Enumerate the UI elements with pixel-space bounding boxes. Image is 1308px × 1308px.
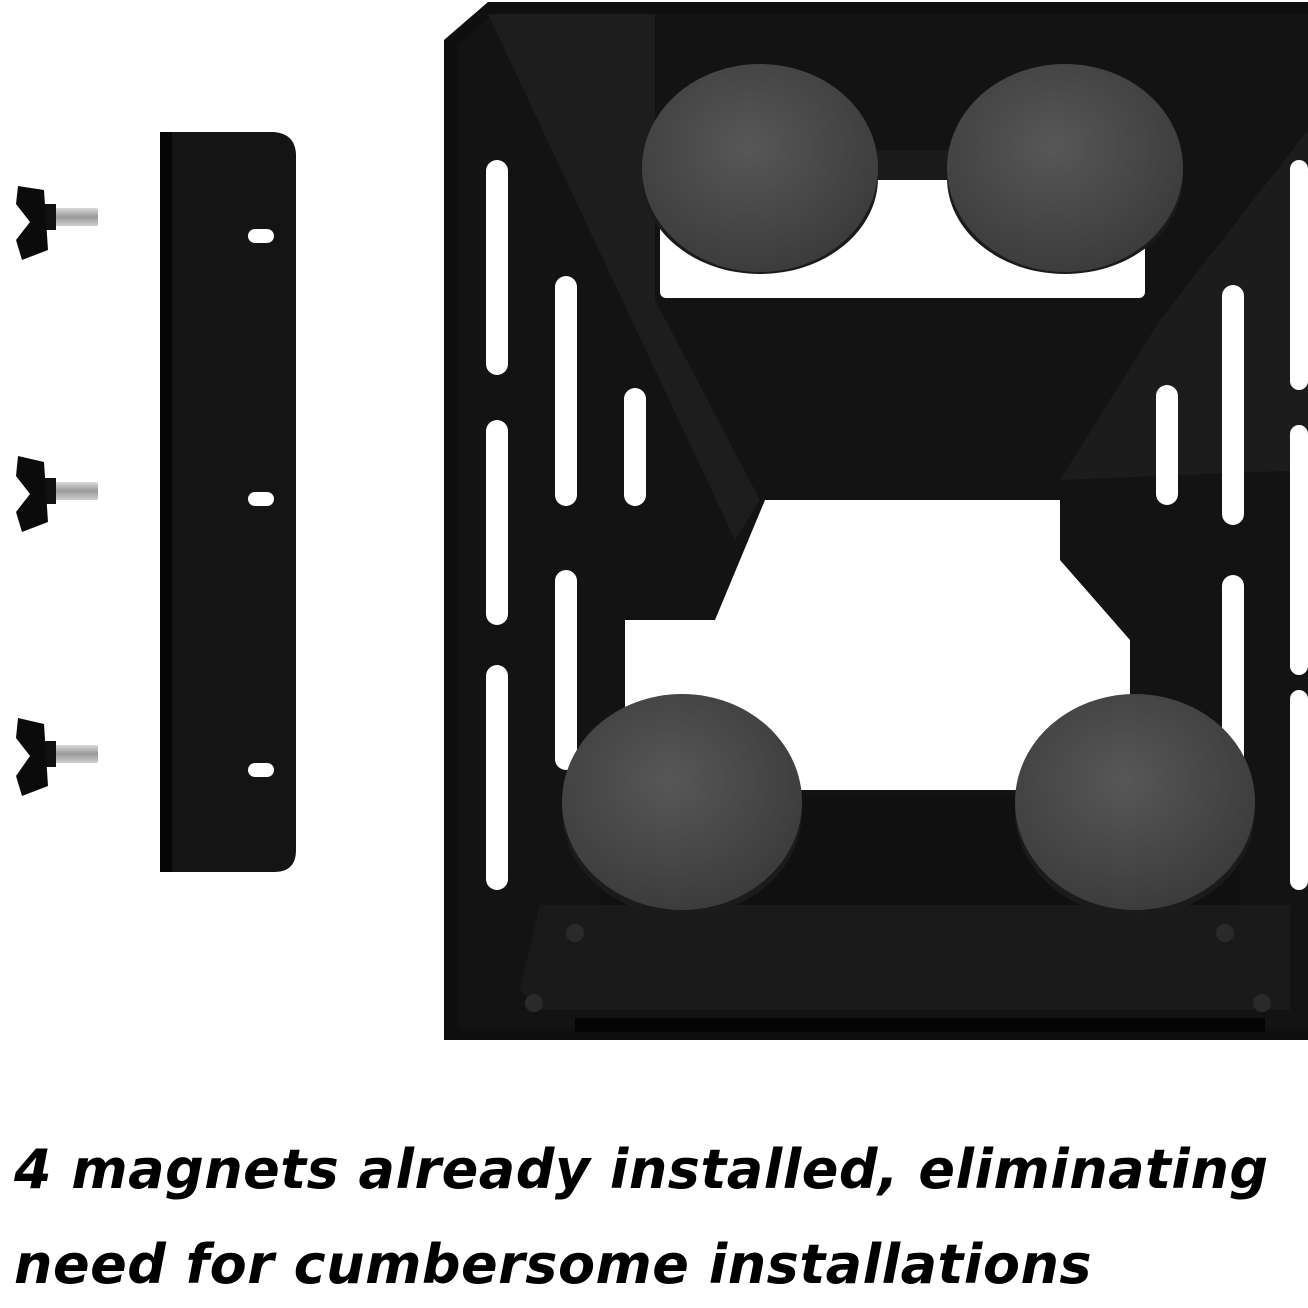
caption-line-2: need for cumbersome installations [14, 1233, 1093, 1296]
product-photo [16, 2, 1308, 1040]
plate-bolt [1216, 924, 1234, 942]
magnet-bottom-left [562, 694, 802, 916]
bracket-slot [248, 763, 274, 777]
mounting-bracket [160, 132, 296, 872]
plate-slot [1222, 285, 1244, 525]
plate-slot [555, 570, 577, 770]
plate-slot [1290, 425, 1308, 675]
magnet-top-right [947, 64, 1183, 274]
plate-bolt [1253, 994, 1271, 1012]
plate-slot [1156, 385, 1178, 505]
plate-slot [486, 420, 508, 625]
plate-slot [1290, 160, 1308, 390]
bracket-slot [248, 492, 274, 506]
thumb-screw-top [16, 186, 98, 260]
bracket-slot [248, 229, 274, 243]
plate-slot [624, 388, 646, 506]
plate-slot [555, 276, 577, 506]
plate-bolt [566, 924, 584, 942]
magnet-top-left [642, 64, 878, 274]
thumb-screw-bottom [16, 718, 98, 796]
thumb-screw-middle [16, 456, 98, 532]
magnet-bottom-right [1015, 694, 1255, 916]
caption-line-1: 4 magnets already installed, eliminating [14, 1138, 1269, 1201]
plate-slot [1290, 690, 1308, 890]
plate-slot [486, 665, 508, 890]
plate-bolt [525, 994, 543, 1012]
plate-slot [486, 160, 508, 375]
